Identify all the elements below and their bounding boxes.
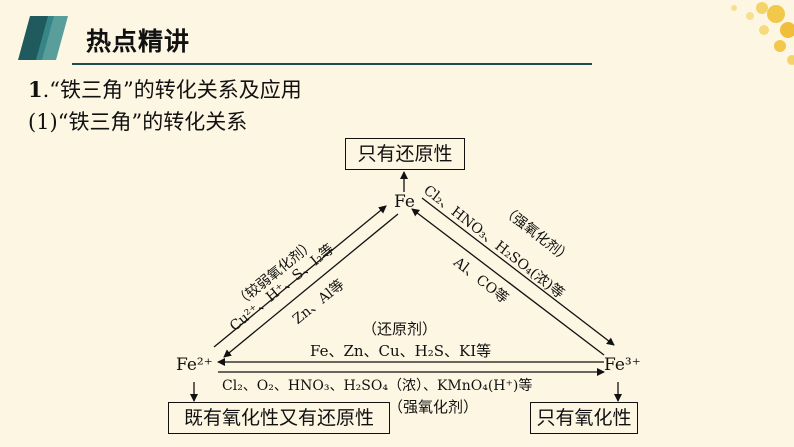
section-logo-icon	[18, 16, 68, 60]
header-title: 热点精讲	[86, 27, 191, 56]
box-only-reducing: 只有还原性	[345, 138, 465, 170]
subsection-heading: (1)“铁三角”的转化关系	[28, 110, 248, 134]
section-heading: 1.“铁三角”的转化关系及应用	[28, 74, 302, 104]
box-only-oxidizing: 只有氧化性	[530, 402, 638, 434]
section-number: 1	[28, 77, 43, 102]
header: 热点精讲	[0, 0, 794, 78]
box-both: 既有氧化性又有还原性	[168, 402, 390, 434]
arrow-fe-to-fe3	[421, 197, 615, 346]
bottom-upper-agents: Fe、Zn、Cu、H₂S、KI等	[310, 342, 492, 360]
arrow-fe-to-fe2	[223, 213, 399, 358]
node-fe2: Fe²⁺	[176, 355, 213, 375]
bottom-lower-paren: （强氧化剂）	[388, 398, 479, 416]
bottom-upper-paren: （还原剂）	[362, 320, 438, 338]
node-fe3: Fe³⁺	[604, 355, 641, 375]
flower-decoration-icon	[731, 2, 794, 65]
node-fe: Fe	[394, 192, 415, 212]
arrow-fe3-to-fe	[411, 208, 605, 356]
header-divider	[72, 63, 592, 65]
section-title: .“铁三角”的转化关系及应用	[42, 78, 302, 102]
arrow-fe2-to-fe	[213, 205, 387, 348]
bottom-lower-agents: Cl₂、O₂、HNO₃、H₂SO₄（浓）、KMnO₄(H⁺)等	[222, 378, 533, 394]
